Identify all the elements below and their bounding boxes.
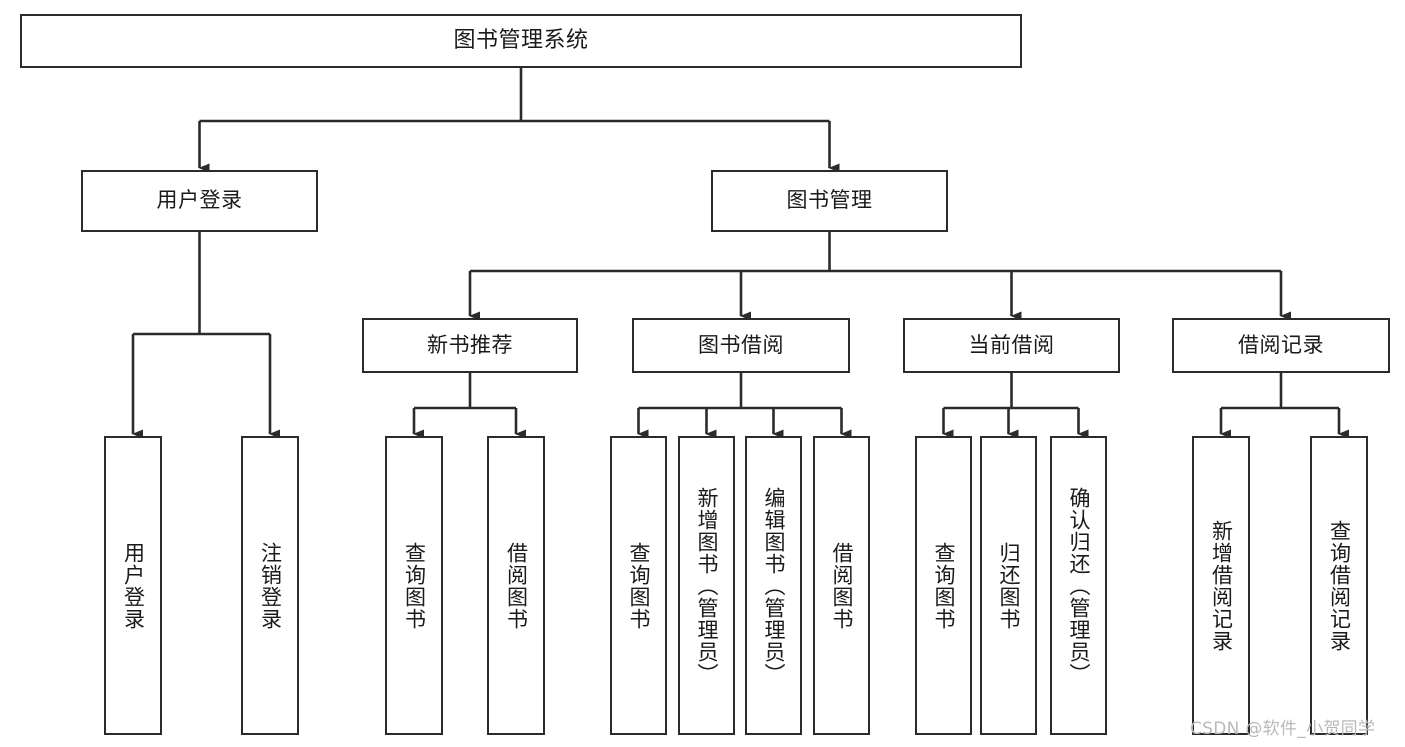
- node-user-login[interactable]: 用户登录: [81, 170, 318, 232]
- node-book-management[interactable]: 图书管理: [711, 170, 948, 232]
- node-label: 查询借阅记录: [1327, 519, 1352, 652]
- node-book-borrow[interactable]: 图书借阅: [632, 318, 850, 373]
- leaf-confirm-return-admin[interactable]: 确认归还（管理员）: [1050, 436, 1107, 735]
- node-label: 用户登录: [121, 541, 146, 630]
- leaf-add-borrow-record[interactable]: 新增借阅记录: [1192, 436, 1250, 735]
- leaf-logout[interactable]: 注销登录: [241, 436, 299, 735]
- leaf-query-book-current[interactable]: 查询图书: [915, 436, 972, 735]
- node-label: 查询图书: [626, 541, 651, 630]
- leaf-query-borrow-record[interactable]: 查询借阅记录: [1310, 436, 1368, 735]
- node-label: 图书管理: [786, 188, 873, 213]
- node-label: 查询图书: [402, 541, 427, 630]
- leaf-borrow-book-rec[interactable]: 借阅图书: [487, 436, 545, 735]
- node-label: 借阅图书: [504, 541, 529, 630]
- node-borrow-record[interactable]: 借阅记录: [1172, 318, 1390, 373]
- watermark: CSDN @软件_小贺同学: [1190, 719, 1376, 739]
- node-label: 注销登录: [258, 541, 283, 630]
- node-label: 新增借阅记录: [1209, 519, 1234, 652]
- leaf-user-login[interactable]: 用户登录: [104, 436, 162, 735]
- node-label: 归还图书: [996, 541, 1021, 630]
- leaf-add-book-admin[interactable]: 新增图书（管理员）: [678, 436, 735, 735]
- node-label: 用户登录: [156, 188, 243, 213]
- node-current-borrow[interactable]: 当前借阅: [903, 318, 1120, 373]
- node-label: 确认归还（管理员）: [1066, 486, 1091, 685]
- leaf-query-book-rec[interactable]: 查询图书: [385, 436, 443, 735]
- node-label: 借阅图书: [829, 541, 854, 630]
- node-label: 编辑图书（管理员）: [761, 486, 786, 685]
- node-label: 图书借阅: [698, 332, 784, 357]
- leaf-query-book-borrow[interactable]: 查询图书: [610, 436, 667, 735]
- node-label: 新增图书（管理员）: [694, 486, 719, 685]
- node-new-book-recommend[interactable]: 新书推荐: [362, 318, 578, 373]
- leaf-edit-book-admin[interactable]: 编辑图书（管理员）: [745, 436, 802, 735]
- node-root-system[interactable]: 图书管理系统: [20, 14, 1022, 68]
- node-label: 图书管理系统: [453, 27, 589, 53]
- node-label: 当前借阅: [968, 332, 1055, 357]
- node-label: 查询图书: [931, 541, 956, 630]
- node-label: 借阅记录: [1238, 332, 1324, 357]
- node-label: 新书推荐: [427, 332, 513, 357]
- leaf-return-book[interactable]: 归还图书: [980, 436, 1037, 735]
- leaf-borrow-book[interactable]: 借阅图书: [813, 436, 870, 735]
